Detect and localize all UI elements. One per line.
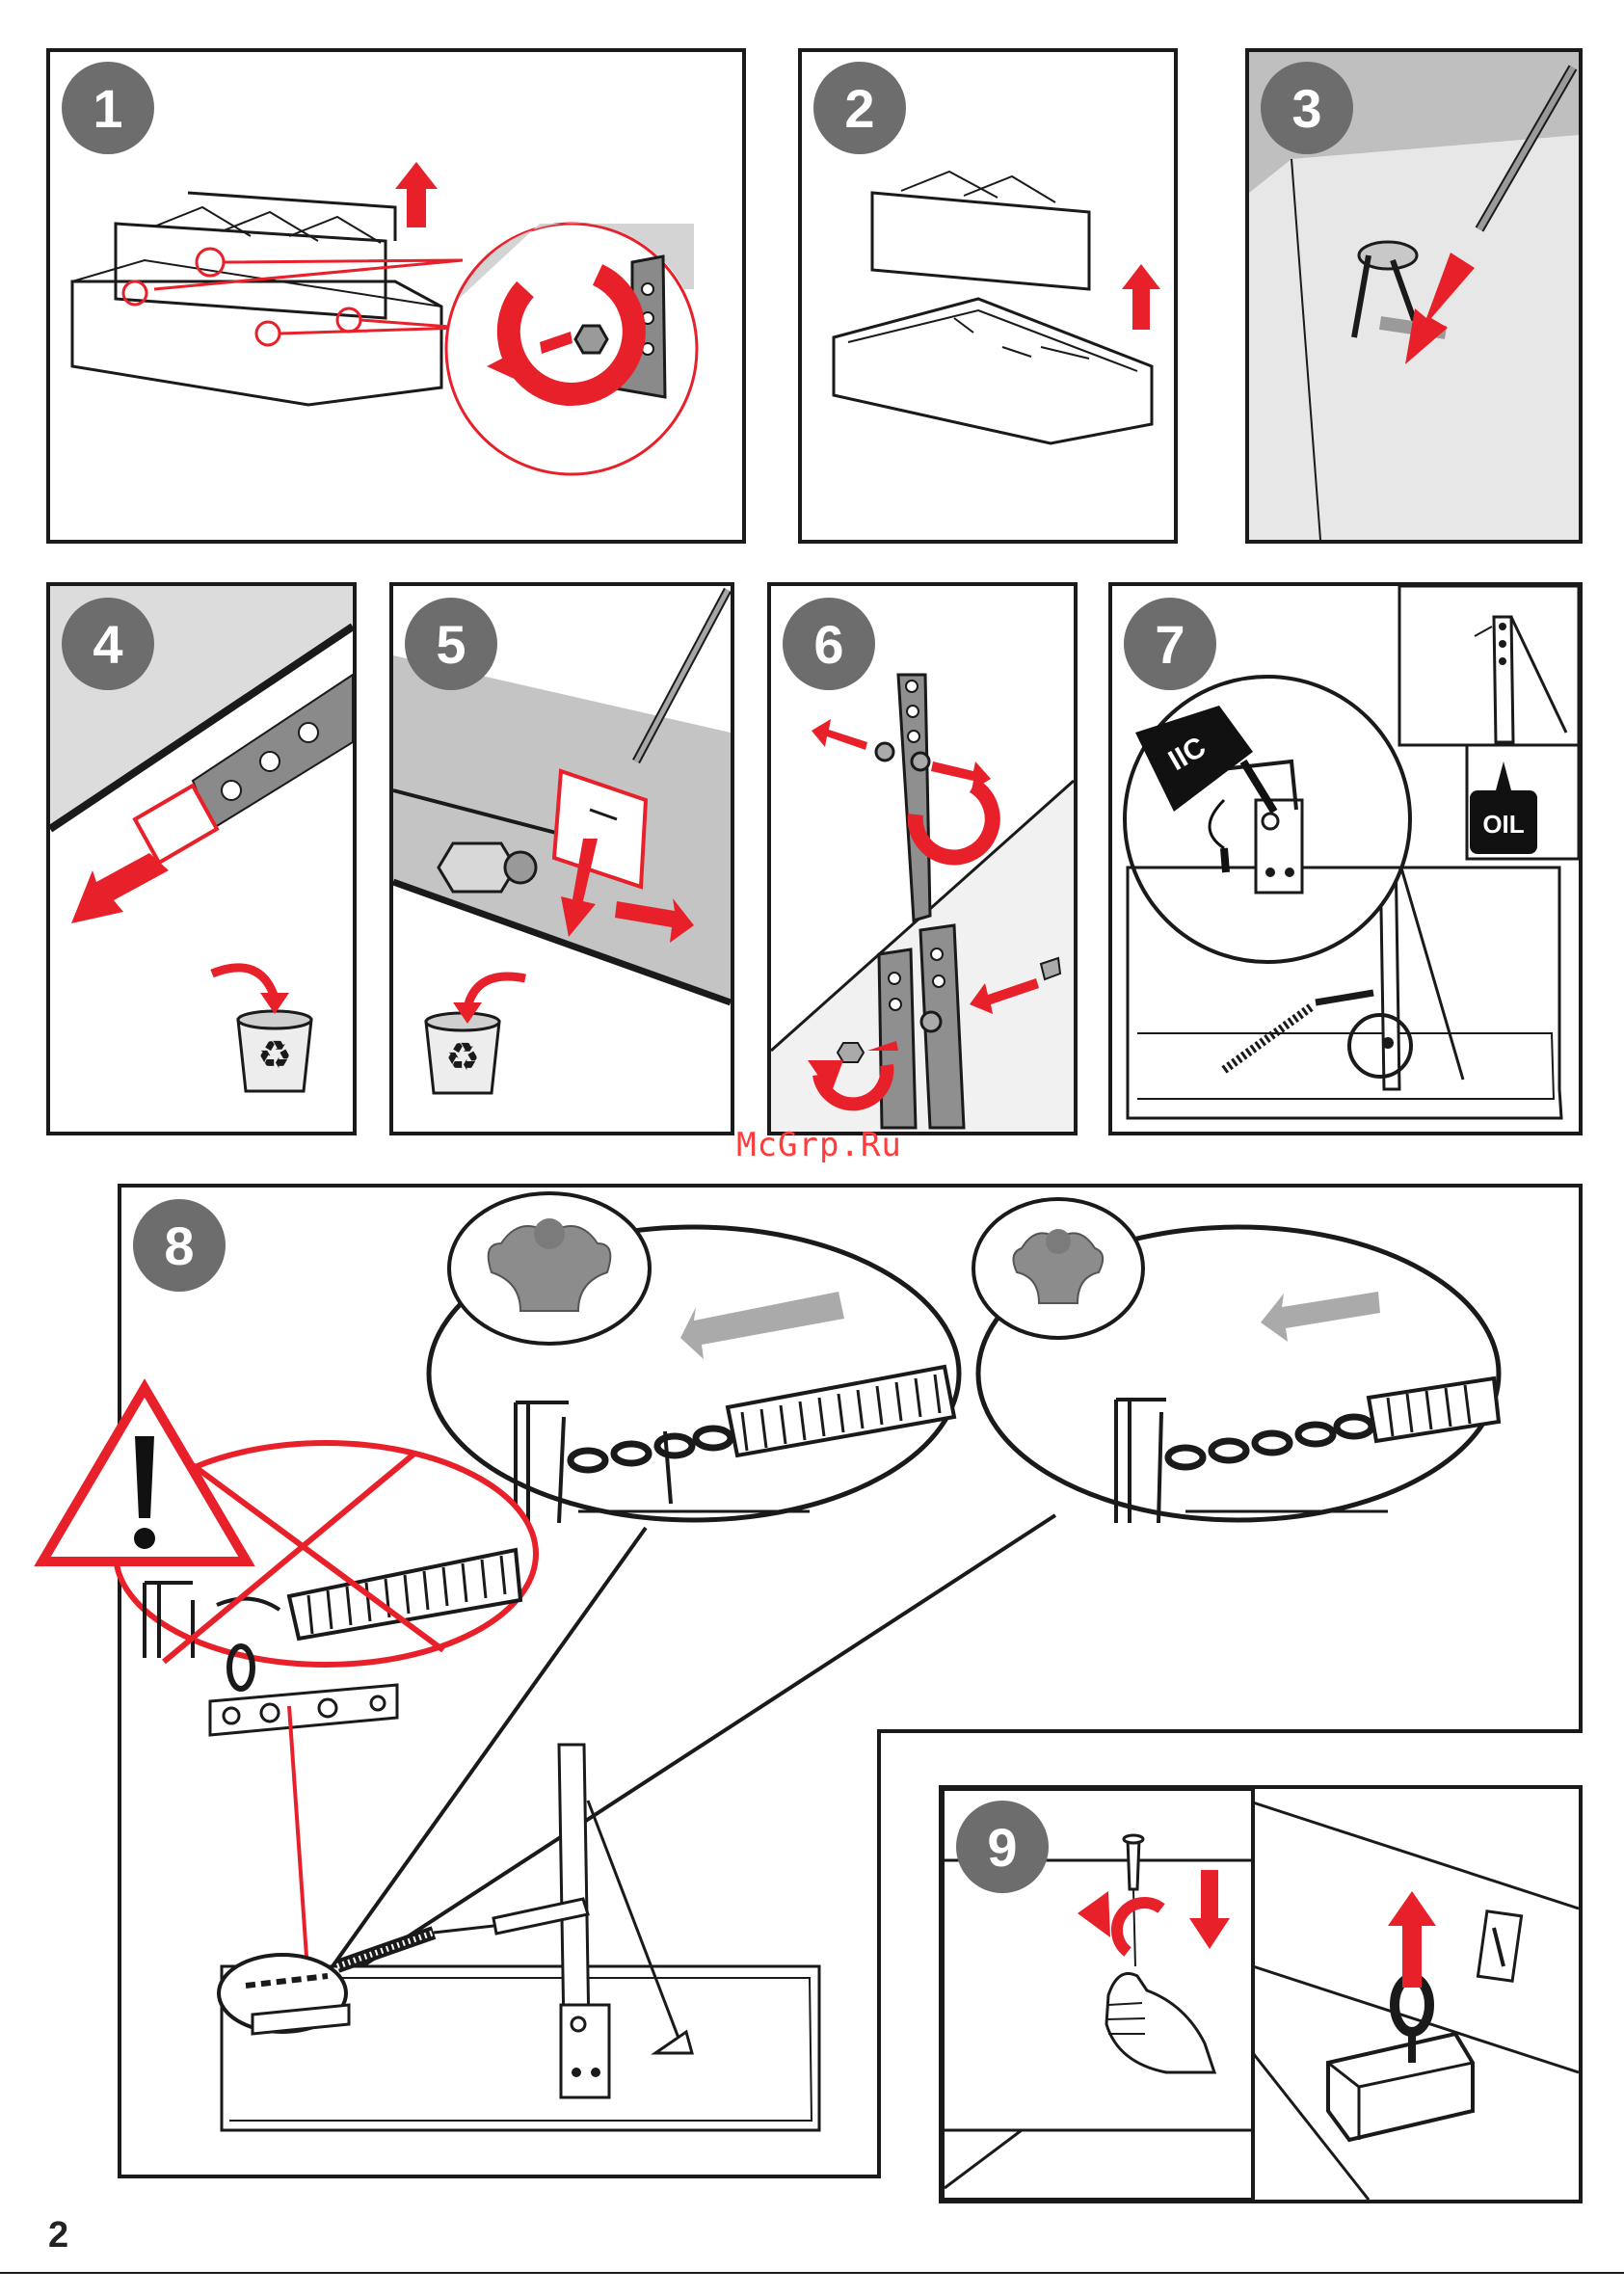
step-3-panel: 3 (1247, 50, 1581, 542)
step-3-number: 3 (1291, 78, 1321, 139)
step-6-panel: 6 (769, 584, 1076, 1134)
oil-label: OIL (1482, 810, 1524, 839)
step-6-number: 6 (813, 614, 843, 675)
watermark-text: McGrp.Ru (713, 1126, 925, 1164)
step-9-panel: 9 (941, 1787, 1581, 2202)
step-1-number: 1 (93, 78, 122, 139)
step-2-panel: 2 (800, 50, 1176, 542)
step-7-panel: OIL IIC 7 (1110, 584, 1581, 1134)
step-5-panel: 5 (391, 584, 732, 1134)
trash-icon (238, 1011, 311, 1091)
page-number: 2 (48, 2215, 68, 2256)
step-5-number: 5 (436, 614, 466, 675)
step-2-number: 2 (844, 78, 874, 139)
step-4-number: 4 (93, 614, 122, 675)
step-7-number: 7 (1155, 614, 1185, 675)
step-9-number: 9 (987, 1817, 1017, 1878)
step-1-panel: 1 (48, 50, 744, 542)
step-8-number: 8 (164, 1215, 194, 1276)
step-4-panel: 4 (48, 584, 355, 1134)
